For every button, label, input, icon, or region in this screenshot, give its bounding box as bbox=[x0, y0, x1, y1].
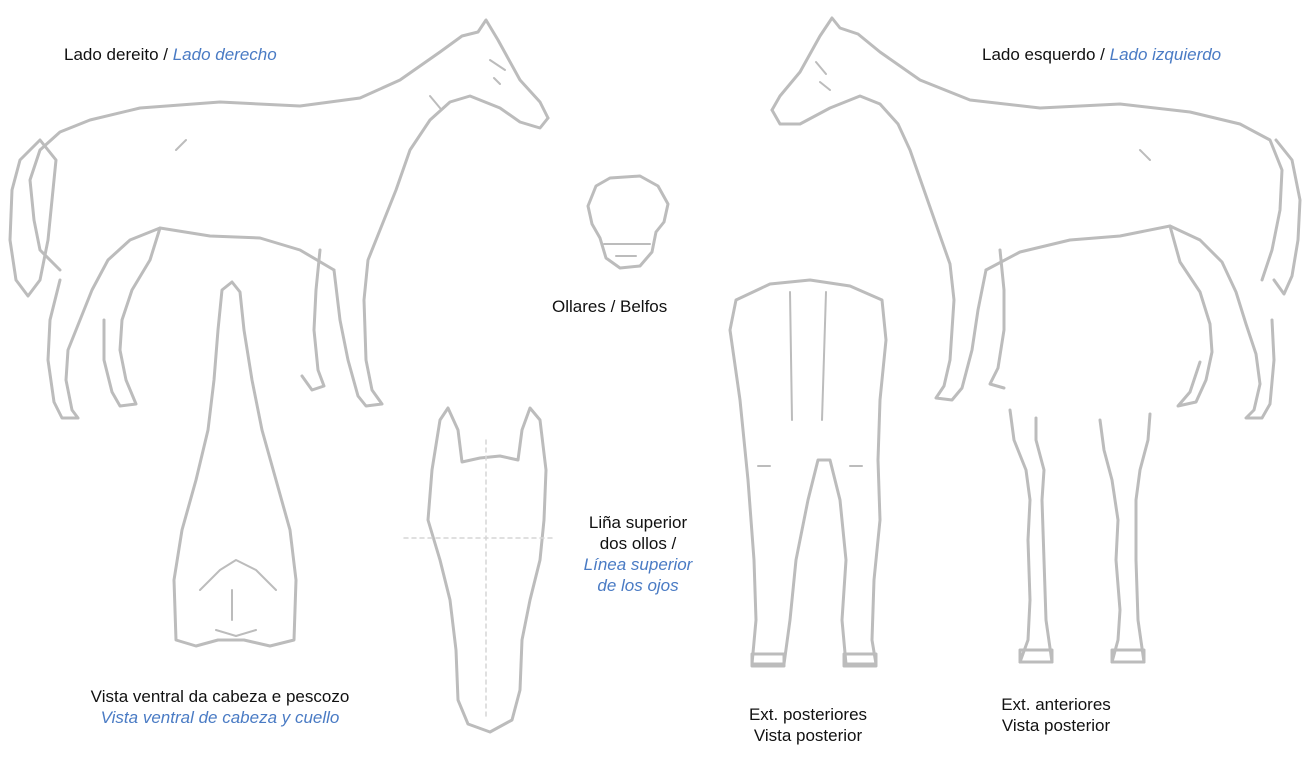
hind-limbs-label: Ext. posteriores Vista posterior bbox=[722, 704, 894, 746]
hind-limbs-drawing bbox=[730, 280, 886, 666]
hind-limbs-label-line1: Ext. posteriores bbox=[722, 704, 894, 725]
fore-limbs-drawing bbox=[1010, 410, 1150, 662]
eye-line-label-es-2: de los ojos bbox=[556, 575, 720, 596]
right-side-label: Lado dereito / Lado derecho bbox=[64, 44, 277, 65]
left-side-label: Lado esquerdo / Lado izquierdo bbox=[982, 44, 1221, 65]
horse-left-side-drawing bbox=[772, 18, 1300, 418]
right-side-label-gl: Lado dereito bbox=[64, 45, 159, 64]
left-side-label-gl: Lado esquerdo bbox=[982, 45, 1095, 64]
fore-limbs-label-line1: Ext. anteriores bbox=[976, 694, 1136, 715]
ventral-view-label: Vista ventral da cabeza e pescozo Vista … bbox=[38, 686, 402, 728]
nostrils-label: Ollares / Belfos bbox=[552, 296, 667, 317]
frontal-head-drawing bbox=[404, 408, 556, 732]
fore-limbs-label: Ext. anteriores Vista posterior bbox=[976, 694, 1136, 736]
eye-line-label: Liña superior dos ollos / Línea superior… bbox=[556, 512, 720, 596]
left-side-label-sep: / bbox=[1095, 45, 1109, 64]
horse-right-side-drawing bbox=[10, 20, 548, 418]
eye-line-label-es-1: Línea superior bbox=[556, 554, 720, 575]
hind-limbs-label-line2: Vista posterior bbox=[722, 725, 894, 746]
eye-line-label-gl-1: Liña superior bbox=[556, 512, 720, 533]
right-side-label-es: Lado derecho bbox=[173, 45, 277, 64]
eye-line-label-gl-2: dos ollos / bbox=[556, 533, 720, 554]
ventral-view-label-gl: Vista ventral da cabeza e pescozo bbox=[38, 686, 402, 707]
nostrils-muzzle-drawing bbox=[588, 176, 668, 268]
fore-limbs-label-line2: Vista posterior bbox=[976, 715, 1136, 736]
ventral-head-neck-drawing bbox=[174, 282, 296, 646]
ventral-view-label-es: Vista ventral de cabeza y cuello bbox=[38, 707, 402, 728]
left-side-label-es: Lado izquierdo bbox=[1110, 45, 1222, 64]
right-side-label-sep: / bbox=[159, 45, 173, 64]
